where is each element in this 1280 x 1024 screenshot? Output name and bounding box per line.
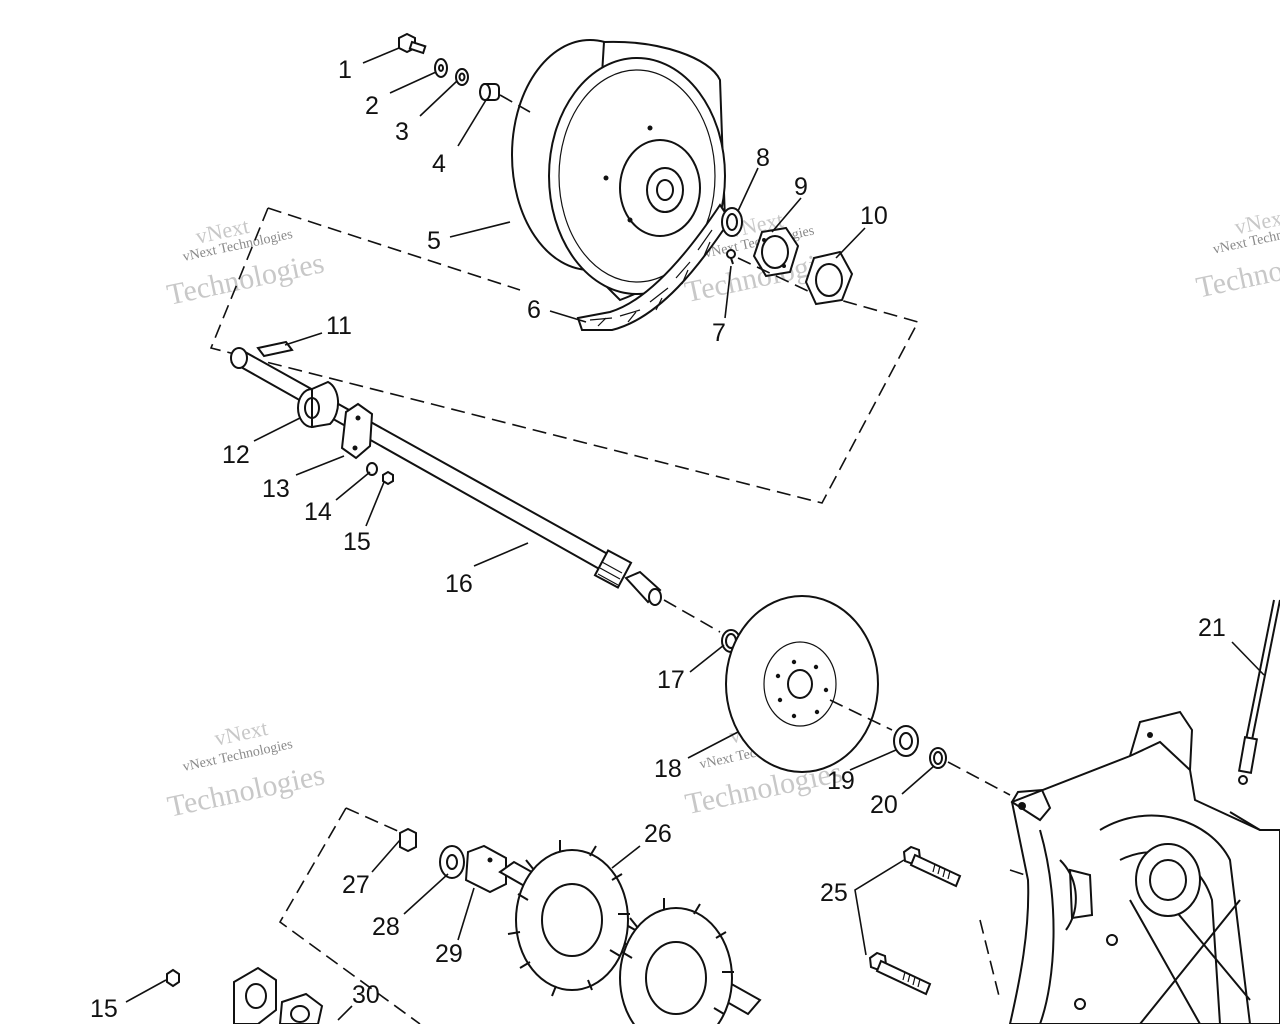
chaincase-housing: [1008, 710, 1280, 1024]
axis-line-mid: [663, 599, 721, 633]
key-part-11: [256, 340, 294, 358]
pin-part-7: [726, 249, 736, 265]
nut-part-15-lower: [166, 968, 180, 988]
bolt-part-25-lower: [868, 951, 932, 996]
callout-9: 9: [794, 173, 808, 201]
callout-11: 11: [326, 312, 352, 340]
callout-3: 3: [395, 118, 409, 146]
bearing-part-19: [893, 725, 919, 757]
washer-part-3-hole: [458, 72, 466, 82]
bolt-part-1: [398, 32, 427, 55]
callout-7: 7: [712, 319, 726, 347]
axis-line-lower: [829, 699, 893, 731]
callout-12: 12: [222, 441, 250, 469]
watermark-1: vNext vNext Technologies Technologies: [164, 213, 327, 312]
assembly-outline-lower: [278, 807, 421, 1024]
callout-15: 15: [343, 528, 371, 556]
sprocket-part-26-b: [619, 898, 734, 1024]
callout-26: 26: [644, 820, 672, 848]
callout-10: 10: [860, 202, 888, 230]
assembly-outline-upper-top: [267, 207, 521, 291]
flange-part-9: [752, 226, 800, 278]
bolt-part-25-upper: [902, 845, 962, 888]
leader-25: [854, 859, 905, 956]
assembly-outline-lower-top: [345, 807, 401, 833]
callout-1: 1: [338, 56, 352, 84]
flange-part-29: [464, 844, 507, 894]
axis-line-lower-2: [947, 761, 1011, 796]
washer-part-2-hole: [438, 64, 444, 72]
disc-part-18: [725, 595, 879, 773]
callout-25: 25: [820, 879, 848, 907]
bearing-part-12: [297, 380, 339, 429]
callout-20: 20: [870, 791, 898, 819]
rod-part-21: [1237, 599, 1280, 785]
callout-21: 21: [1198, 614, 1226, 642]
ring-part-20: [929, 747, 947, 769]
callout-16: 16: [445, 570, 473, 598]
washer-part-8: [721, 207, 743, 237]
nut-part-15: [382, 470, 394, 486]
shaft-part-16: [230, 347, 662, 606]
callout-15-lower: 15: [90, 995, 118, 1023]
watermark-4: vNext vNext Technologies Technologies: [165, 715, 328, 824]
flange-part-13: [340, 402, 374, 460]
spacer-part-4: [479, 83, 500, 101]
drum-part-5: [511, 39, 727, 302]
callout-30: 30: [352, 981, 380, 1009]
fitting-part-27: [399, 827, 417, 853]
washer-part-2: [434, 58, 448, 78]
drive-shaft-part-26: [498, 840, 762, 1024]
watermark-3: vNext vNext Technologies Technologies: [1193, 204, 1280, 305]
callout-4: 4: [432, 150, 446, 178]
axis-line-upper-2: [737, 257, 811, 293]
callout-19: 19: [827, 767, 855, 795]
axis-line-upper: [499, 94, 531, 113]
callout-14: 14: [304, 498, 332, 526]
callout-8: 8: [756, 144, 770, 172]
callout-28: 28: [372, 913, 400, 941]
callout-labels: 1 2 3 4 5 6 7 8 9 10 11 12 13 14 15 16 1…: [90, 56, 1226, 1023]
callout-2: 2: [365, 92, 379, 120]
callout-13: 13: [262, 475, 290, 503]
flange-part-30: [233, 966, 324, 1024]
callout-17: 17: [657, 666, 685, 694]
callout-6: 6: [527, 296, 541, 324]
washer-part-3: [455, 68, 469, 86]
callout-29: 29: [435, 940, 463, 968]
leader-lines: [125, 47, 1265, 1021]
callout-5: 5: [427, 227, 441, 255]
sprocket-part-26-a: [507, 840, 630, 997]
callout-18: 18: [654, 755, 682, 783]
plate-part-10: [804, 250, 854, 306]
bearing-part-28: [439, 845, 465, 879]
callout-27: 27: [342, 871, 370, 899]
assembly-outline-upper: [209, 207, 920, 504]
assembly-outline-right-2: [979, 919, 1001, 1001]
